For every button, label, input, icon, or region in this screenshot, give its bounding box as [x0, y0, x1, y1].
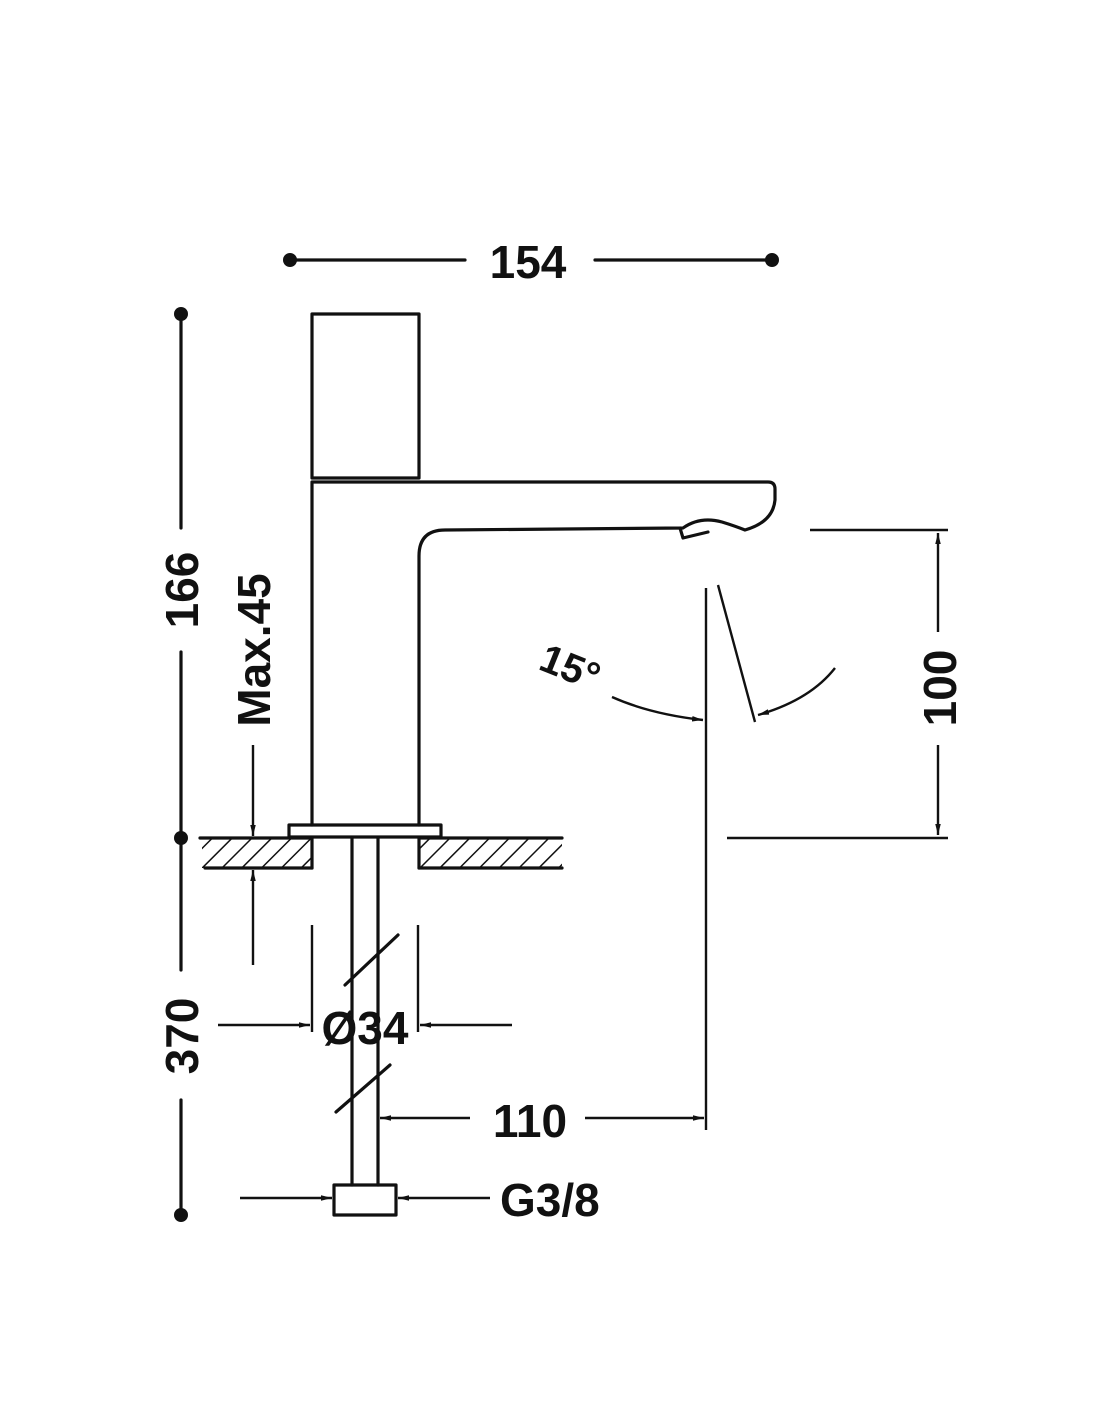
reach-label: 110 — [493, 1095, 567, 1147]
connection-dimension: G3/8 — [240, 1174, 600, 1226]
connection-label: G3/8 — [500, 1174, 600, 1226]
faucet-body — [287, 312, 777, 839]
reach-dimension: 110 — [380, 588, 708, 1147]
diameter-label: Ø34 — [322, 1002, 409, 1054]
connector-nut — [332, 1183, 398, 1217]
height-label: 166 — [156, 552, 208, 629]
height-dimension: 166 370 — [156, 307, 208, 1222]
max-thickness-label: Max.45 — [228, 573, 280, 726]
width-dimension: 154 — [283, 236, 779, 288]
angle-dimension: 15° — [534, 584, 836, 723]
supply-pipe — [332, 836, 400, 1217]
angle-label: 15° — [534, 636, 607, 699]
clearance-dimension: 100 — [727, 528, 966, 840]
width-label: 154 — [490, 236, 567, 288]
clearance-label: 100 — [914, 650, 966, 727]
countertop-section — [198, 836, 564, 870]
diameter-dimension: Ø34 — [218, 925, 512, 1054]
hose-length-label: 370 — [156, 998, 208, 1075]
counter-thickness-dimension: Max.45 — [228, 573, 280, 965]
